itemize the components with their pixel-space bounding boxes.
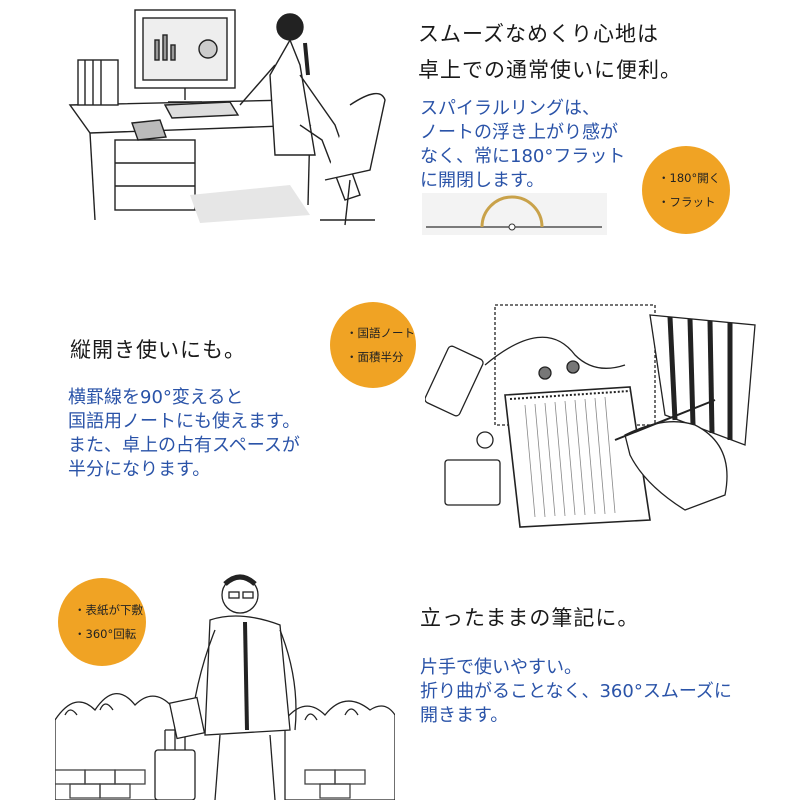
badge-line: ・表紙が下敷 [74,603,143,617]
badge-line: ・フラット [658,195,716,209]
section-vertical-use: 縦開き使いにも。 横罫線を90°変えると 国語用ノートにも使えます。 また、卓上… [0,260,800,530]
body-line: に開閉します。 [420,170,545,191]
feature-badge-standing: ・表紙が下敷 ・360°回転 [58,578,146,666]
body-line: 半分になります。 [68,459,211,480]
heading-line: スムーズなめくり心地は [418,22,659,46]
feature-badge-vertical: ・国語ノート ・面積半分 [330,302,416,388]
badge-line: ・国語ノート [346,326,415,340]
section3-body: 片手で使いやすい。 折り曲がることなく、360°スムーズに 開きます。 [420,656,732,728]
standing-man-illustration [55,570,395,800]
body-line: 開きます。 [420,705,509,726]
desk-worker-illustration [60,5,400,230]
body-line: 国語用ノートにも使えます。 [68,411,301,432]
body-line: 片手で使いやすい。 [420,657,582,678]
section1-body: スパイラルリングは、 ノートの浮き上がり感が なく、常に180°フラット に開閉… [420,97,625,193]
body-line: ノートの浮き上がり感が [420,122,618,143]
badge-line: ・面積半分 [346,350,404,364]
section3-heading: 立ったままの筆記に。 [420,600,639,636]
body-line: また、卓上の占有スペースが [68,435,300,456]
flat-ring-diagram [422,193,607,235]
body-line: 折り曲がることなく、360°スムーズに [420,681,732,702]
feature-badge-180: ・180°開く ・フラット [642,146,730,234]
section-standing-use: ・表紙が下敷 ・360°回転 立ったままの筆記に。 片手で使いやすい。 折り曲が… [0,530,800,800]
section1-heading: スムーズなめくり心地は 卓上での通常使いに便利。 [418,16,682,88]
badge-line: ・360°回転 [74,627,137,641]
body-line: スパイラルリングは、 [420,98,600,119]
section2-body: 横罫線を90°変えると 国語用ノートにも使えます。 また、卓上の占有スペースが … [68,386,300,482]
badge-line: ・180°開く [658,171,721,185]
heading-line: 縦開き使いにも。 [70,338,246,362]
vertical-notebook-illustration [425,295,765,530]
section-desk-use: スムーズなめくり心地は 卓上での通常使いに便利。 スパイラルリングは、 ノートの… [0,0,800,260]
body-line: 横罫線を90°変えると [68,387,244,408]
section2-heading: 縦開き使いにも。 [70,332,246,368]
heading-line: 卓上での通常使いに便利。 [418,58,682,82]
body-line: なく、常に180°フラット [420,146,626,167]
heading-line: 立ったままの筆記に。 [420,606,640,630]
